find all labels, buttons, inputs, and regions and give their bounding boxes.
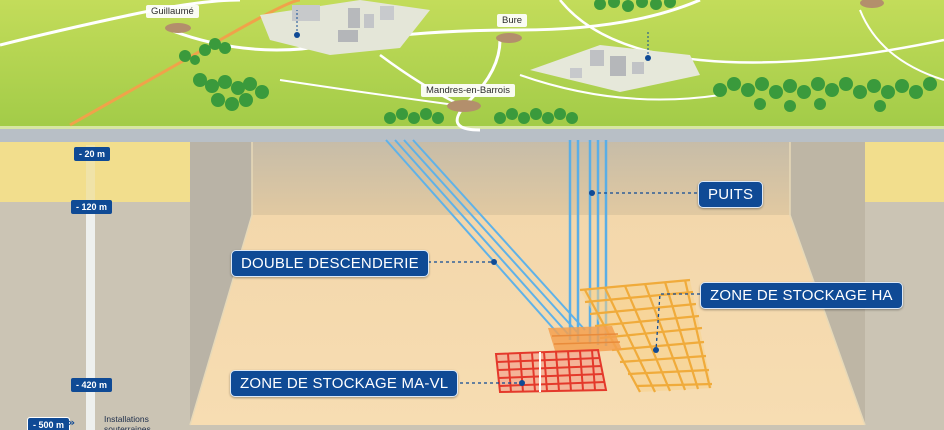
depth-label-420: - 420 m bbox=[71, 378, 113, 392]
town-label-bure: Bure bbox=[497, 14, 528, 27]
depth-label-500: - 500 m bbox=[26, 417, 71, 430]
legend-installations: Installations souterraines bbox=[104, 414, 174, 430]
callout-zone-stockage-mavl: ZONE DE STOCKAGE MA-VL bbox=[230, 370, 459, 397]
surface-grass bbox=[0, 0, 944, 140]
callout-double-descenderie: DOUBLE DESCENDERIE bbox=[231, 250, 429, 277]
callout-puits: PUITS bbox=[698, 181, 764, 208]
town-label-guillaume: Guillaumé bbox=[146, 5, 199, 18]
block-left-wall bbox=[190, 140, 252, 425]
depth-label-20: - 20 m bbox=[74, 147, 111, 161]
callout-zone-stockage-ha: ZONE DE STOCKAGE HA bbox=[700, 282, 903, 309]
town-label-mandres: Mandres-en-Barrois bbox=[421, 84, 515, 97]
depth-label-120: - 120 m bbox=[71, 200, 113, 214]
chevron-right-icon: » bbox=[68, 416, 76, 429]
legend-installations-line2: souterraines bbox=[104, 424, 151, 430]
legend-installations-line1: Installations bbox=[104, 414, 149, 424]
